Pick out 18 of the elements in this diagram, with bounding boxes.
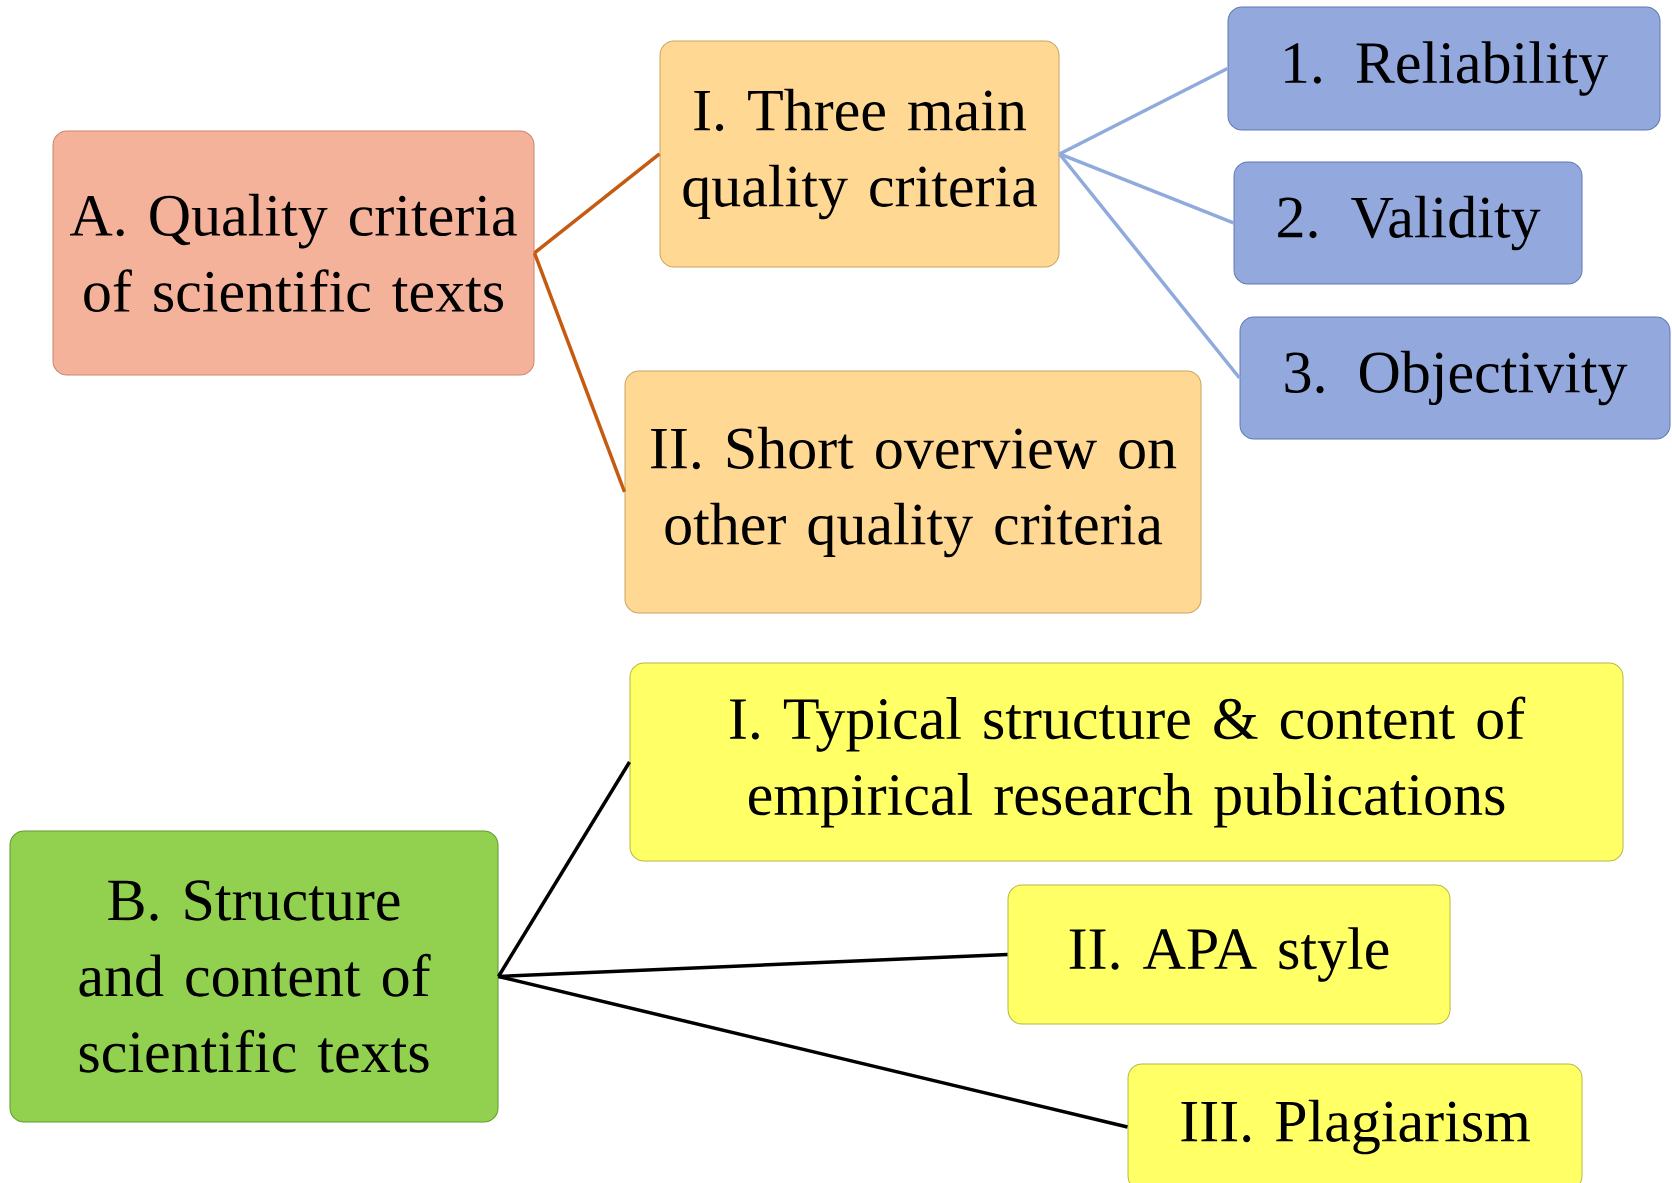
connector-line bbox=[533, 152, 661, 255]
connector-line bbox=[498, 952, 1008, 979]
topic-box: B. Structure and content of scientific texts bbox=[9, 830, 499, 1123]
topic-box: 2. Validity bbox=[1233, 161, 1583, 285]
connector-line bbox=[497, 761, 631, 978]
connector-line bbox=[1058, 66, 1229, 156]
topic-box: 3. Objectivity bbox=[1239, 316, 1671, 440]
topic-box: I. Typical structure & content of empirical research publications bbox=[629, 662, 1624, 862]
topic-box: II. APA style bbox=[1007, 884, 1451, 1025]
connector-line bbox=[1058, 152, 1235, 225]
connector-line bbox=[1058, 152, 1241, 380]
topic-box: III. Plagiarism bbox=[1127, 1063, 1583, 1183]
topic-box: 1. Reliability bbox=[1227, 6, 1661, 131]
connector-line bbox=[498, 974, 1128, 1129]
topic-box: I. Three main quality criteria bbox=[659, 40, 1060, 268]
topic-box: A. Quality criteria of scientific texts bbox=[52, 130, 535, 376]
topic-box: II. Short overview on other quality criteria bbox=[624, 370, 1202, 614]
connector-line bbox=[532, 252, 627, 493]
